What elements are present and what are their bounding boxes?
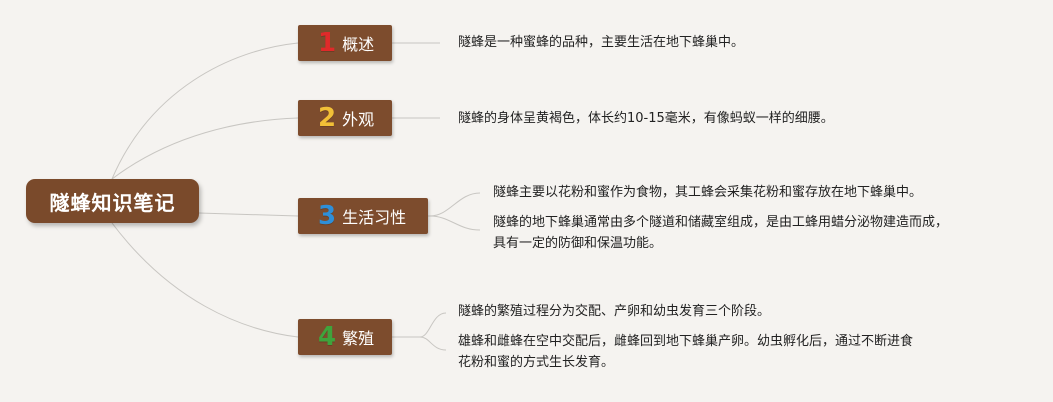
branch-node-habits[interactable]: 3 生活习性 — [298, 198, 428, 234]
number-badge-2: 2 — [318, 103, 337, 133]
number-badge-4: 4 — [318, 322, 337, 352]
note-reproduction-2: 雄蜂和雌蜂在空中交配后，雌蜂回到地下蜂巢产卵。幼虫孵化后，通过不断进食 — [458, 334, 914, 349]
note-overview-1: 隧蜂是一种蜜蜂的品种，主要生活在地下蜂巢中。 — [458, 35, 745, 50]
connector-root-branch-4 — [111, 222, 299, 338]
connector-root-branch-1 — [111, 42, 299, 180]
note-habits-2: 隧蜂的地下蜂巢通常由多个隧道和储藏室组成，是由工蜂用蜡分泌物建造而成， — [493, 215, 949, 230]
branch-node-reproduction[interactable]: 4 繁殖 — [298, 319, 392, 355]
branch-label-habits: 生活习性 — [342, 208, 407, 227]
number-badge-3: 3 — [318, 201, 337, 231]
connector-branch-3-note-2 — [429, 215, 481, 231]
root-node[interactable]: 隧蜂知识笔记 — [26, 179, 199, 223]
note-habits-3: 具有一定的防御和保温功能。 — [493, 236, 663, 251]
connector-root-branch-2 — [111, 117, 299, 180]
note-habits-1: 隧蜂主要以花粉和蜜作为食物，其工蜂会采集花粉和蜜存放在地下蜂巢中。 — [493, 185, 923, 200]
connector-branch-3-note-1 — [429, 192, 481, 217]
root-label: 隧蜂知识笔记 — [49, 190, 176, 215]
connector-branch-4-note-1 — [419, 312, 447, 338]
branch-node-appearance[interactable]: 2 外观 — [298, 100, 392, 136]
branch-label-reproduction: 繁殖 — [342, 329, 375, 348]
note-appearance-1: 隧蜂的身体呈黄褐色，体长约10-15毫米，有像蚂蚁一样的细腰。 — [458, 111, 834, 126]
branch-label-appearance: 外观 — [342, 110, 375, 129]
branch-node-overview[interactable]: 1 概述 — [298, 25, 392, 61]
note-reproduction-1: 隧蜂的繁殖过程分为交配、产卵和幼虫发育三个阶段。 — [458, 304, 771, 319]
connector-root-branch-3 — [198, 212, 299, 217]
branch-label-overview: 概述 — [342, 35, 375, 54]
note-reproduction-3: 花粉和蜜的方式生长发育。 — [458, 355, 615, 370]
connector-branch-4-note-2 — [419, 336, 447, 351]
number-badge-1: 1 — [318, 28, 337, 58]
